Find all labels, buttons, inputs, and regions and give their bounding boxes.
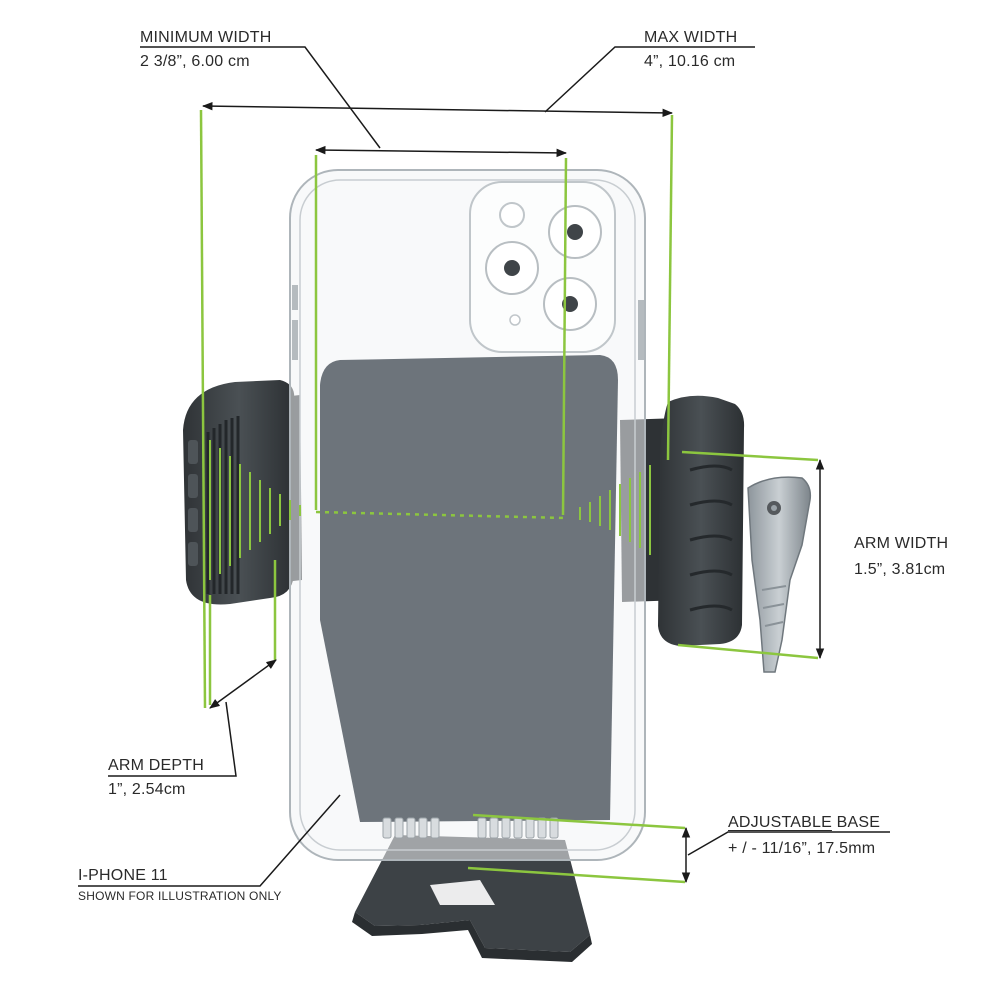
vent-clip-icon (747, 476, 812, 673)
min-width-value: 2 3/8”, 6.00 cm (140, 53, 250, 70)
arm-width-title: ARM WIDTH (854, 535, 949, 552)
dimension-lines (78, 46, 890, 887)
green-guides (199, 109, 819, 884)
max-width-title: MAX WIDTH (644, 29, 738, 46)
gripping-zone-hatch (209, 440, 651, 580)
arm-depth-title: ARM DEPTH (108, 757, 205, 774)
adjustable-base-title-rest: BASE (831, 814, 881, 831)
adjustable-base-title-underlined: ADJUSTABLE (728, 814, 832, 831)
adjustable-base-icon (352, 835, 592, 962)
base-ratchet-icon (382, 817, 559, 839)
max-width-value: 4”, 10.16 cm (644, 53, 736, 70)
adjustable-base-value: + / - 11/16”, 17.5mm (728, 840, 876, 857)
adjustable-base-title: ADJUSTABLE BASE (728, 813, 880, 833)
arm-width-value: 1.5”, 3.81cm (854, 561, 946, 578)
phone-note: SHOWN FOR ILLUSTRATION ONLY (78, 889, 282, 903)
back-plate-icon (320, 355, 618, 822)
phone-title: I-PHONE 11 (78, 867, 168, 884)
left-holder-arm-icon (183, 380, 302, 605)
camera-module-icon (469, 181, 616, 353)
arm-depth-value: 1”, 2.54cm (108, 781, 186, 798)
min-width-title: MINIMUM WIDTH (140, 29, 272, 46)
